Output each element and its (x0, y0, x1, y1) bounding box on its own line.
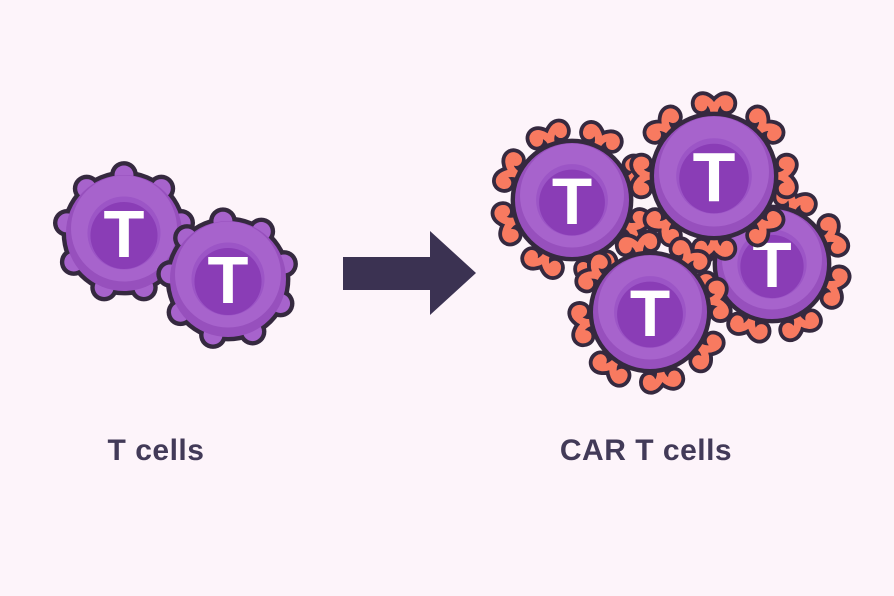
arrow-icon (343, 231, 476, 315)
car-t-cells-label: CAR T cells (559, 434, 733, 467)
cell-nucleus-core (617, 281, 683, 348)
t-cell: T (156, 207, 298, 349)
t-cell: T (52, 161, 196, 302)
cell-nucleus-core (194, 247, 262, 316)
cell-nucleus-core (90, 201, 158, 270)
car-t-cell: T (629, 91, 799, 261)
car-t-cell: T (567, 229, 733, 395)
cell-letter: T (693, 138, 736, 216)
t-cells-label: T cells (107, 434, 205, 467)
cell-letter: T (104, 197, 145, 272)
cell-nucleus-core (679, 143, 749, 214)
cell-nucleus-core (740, 234, 804, 299)
cell-nucleus-core (539, 169, 605, 236)
cell-letter: T (552, 164, 592, 238)
cell-letter: T (630, 276, 670, 350)
cell-letter: T (208, 243, 249, 318)
